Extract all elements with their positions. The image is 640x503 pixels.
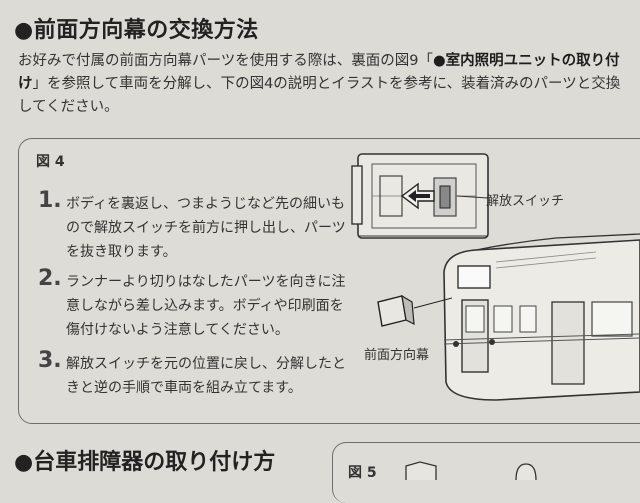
- intro-text-1: お好みで付属の前面方向幕パーツを使用する際は、裏面の図9「: [18, 53, 433, 69]
- section-title-bogie-skirt: ●台車排障器の取り付け方: [14, 450, 276, 475]
- step-3-number: 3.: [38, 348, 62, 373]
- figure-5-partial-illustration: [405, 461, 537, 480]
- intro-reference-bold: ●室内照明ユニットの取り付け: [18, 53, 620, 92]
- destination-sign-callout: 前面方向幕: [364, 348, 430, 363]
- release-switch-callout: 解放スイッチ: [486, 194, 565, 209]
- step-3-text: 解放スイッチを元の位置に戻し、分解したときと逆の手順で車両を組み立てます。: [66, 356, 346, 396]
- figure-5-label: 図 5: [348, 465, 377, 481]
- chassis-underside-illustration: [351, 153, 489, 239]
- section-title-destination-sign: ●前面方向幕の交換方法: [14, 18, 259, 43]
- step-1-number: 1.: [38, 188, 62, 213]
- train-car-illustration: [443, 233, 640, 401]
- figure-4-label: 図 4: [36, 154, 65, 170]
- step-2-number: 2.: [38, 266, 62, 291]
- step-1-text: ボディを裏返し、つまようじなど先の細いもので解放スイッチを前方に押し出し、パーツ…: [66, 196, 346, 260]
- destination-sign-part-illustration: [377, 294, 452, 327]
- intro-text-2: 」を参照して車両を分解し、下の図4の説明とイラストを参考に、装着済みのパーツと交…: [18, 76, 621, 115]
- intro-paragraph: お好みで付属の前面方向幕パーツを使用する際は、裏面の図9「●室内照明ユニットの取…: [18, 50, 633, 119]
- step-2-text: ランナーより切りはなしたパーツを向きに注意しながら差し込みます。ボディや印刷面を…: [66, 274, 346, 338]
